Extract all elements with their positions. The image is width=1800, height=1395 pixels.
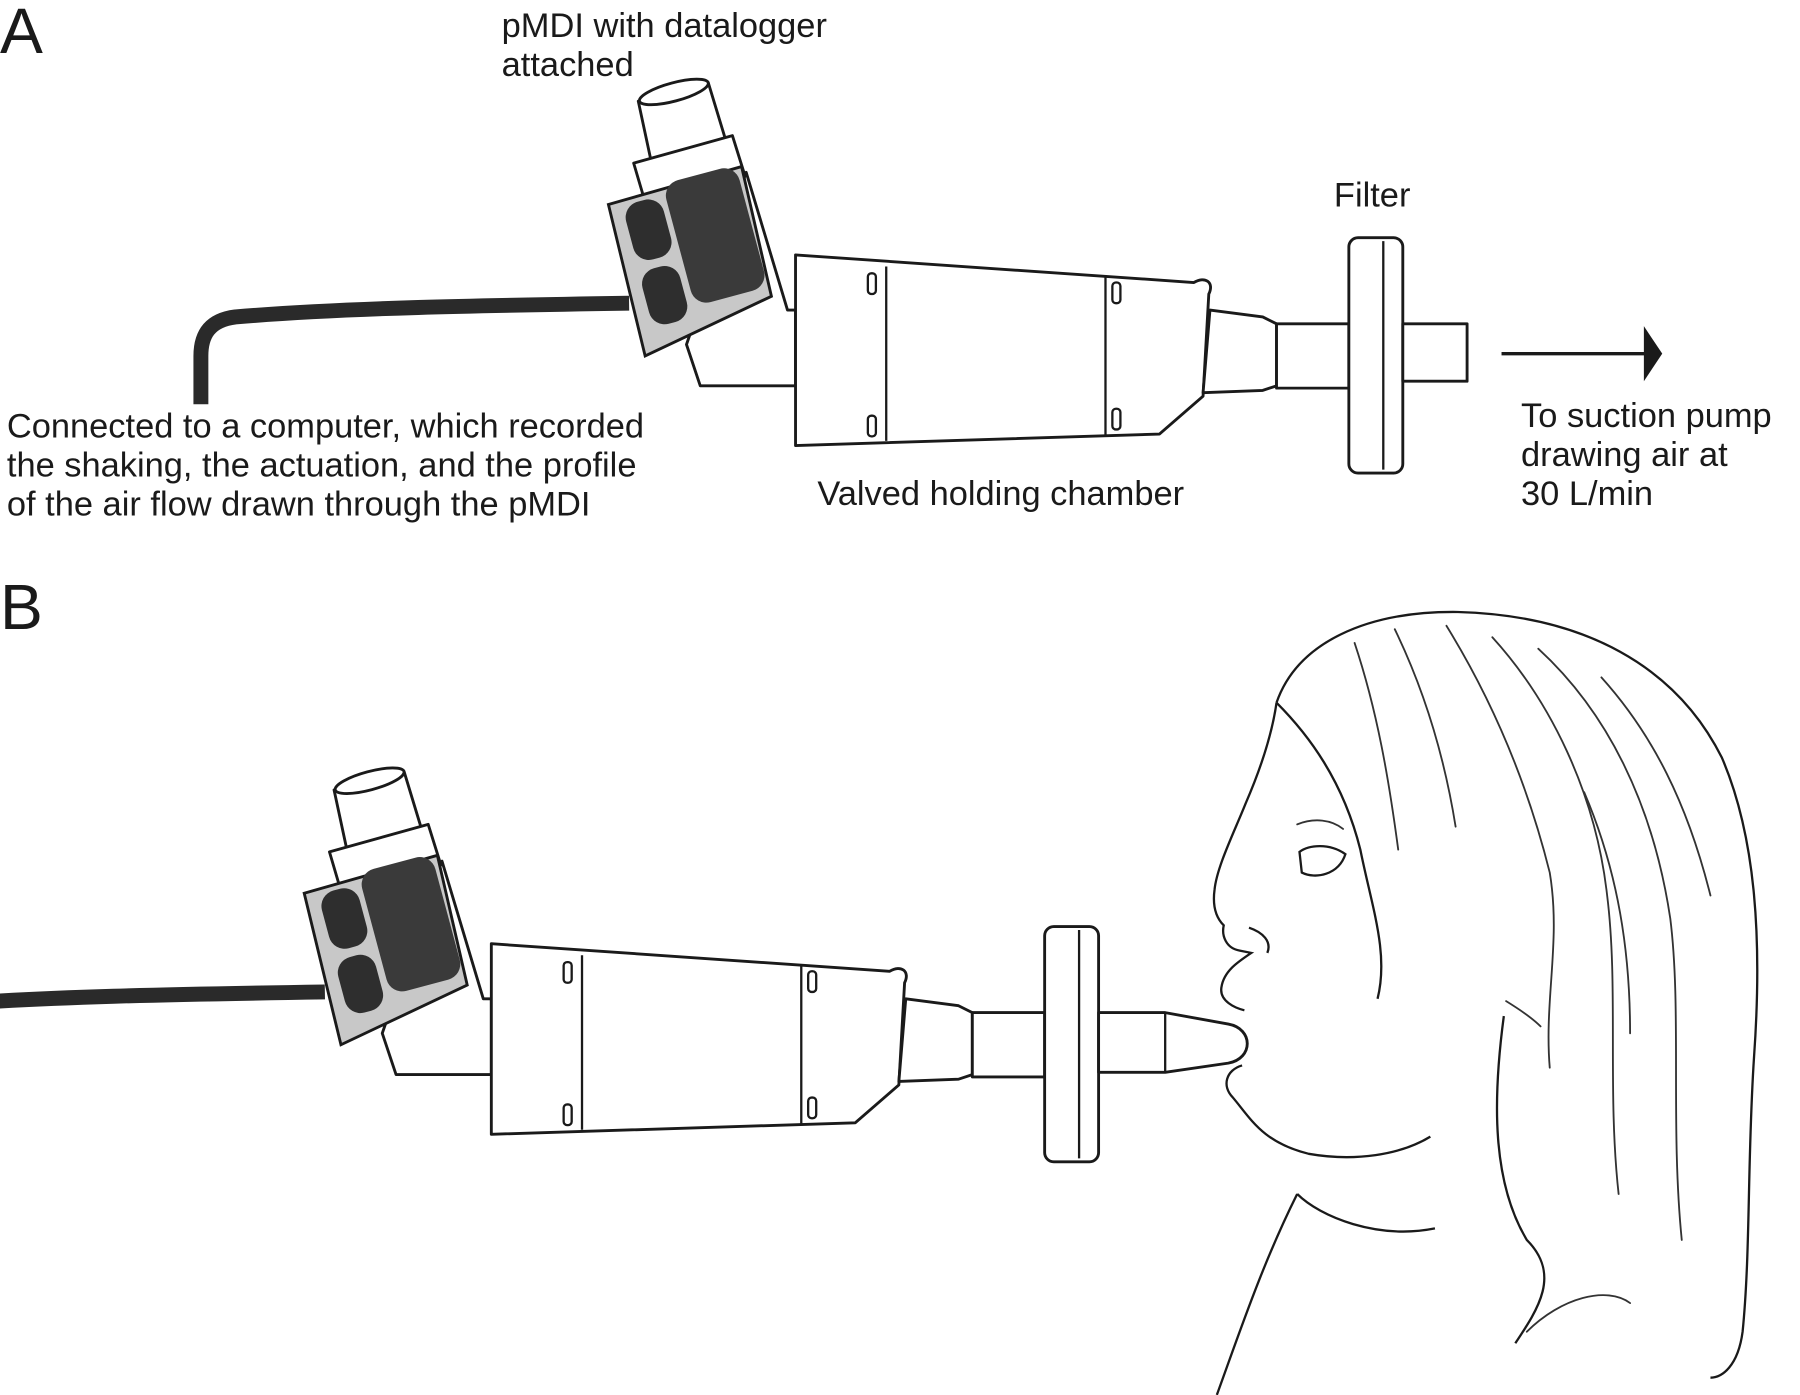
filter-label: Filter <box>1334 177 1411 215</box>
computer-label-line3: of the air flow drawn through the pMDI <box>7 486 591 524</box>
mouthpiece <box>1097 1011 1249 1074</box>
pump-label-line2: drawing air at <box>1521 436 1728 474</box>
pump-label-line3: 30 L/min <box>1521 475 1653 513</box>
device-setup-b <box>0 763 1099 1162</box>
pmdi-label-line2: attached <box>502 46 634 84</box>
outlet-tube <box>1401 322 1469 383</box>
child-illustration <box>1212 610 1759 1395</box>
arrow-head-icon <box>1643 326 1663 382</box>
panel-b-letter: B <box>0 571 43 643</box>
computer-label-line2: the shaking, the actuation, and the prof… <box>7 447 637 485</box>
pmdi-label-line1: pMDI with datalogger <box>502 7 827 45</box>
computer-label-line1: Connected to a computer, which recorded <box>7 407 644 445</box>
pump-label-line1: To suction pump <box>1521 397 1772 435</box>
chamber-label: Valved holding chamber <box>817 475 1184 513</box>
panel-a-letter: A <box>0 0 43 67</box>
